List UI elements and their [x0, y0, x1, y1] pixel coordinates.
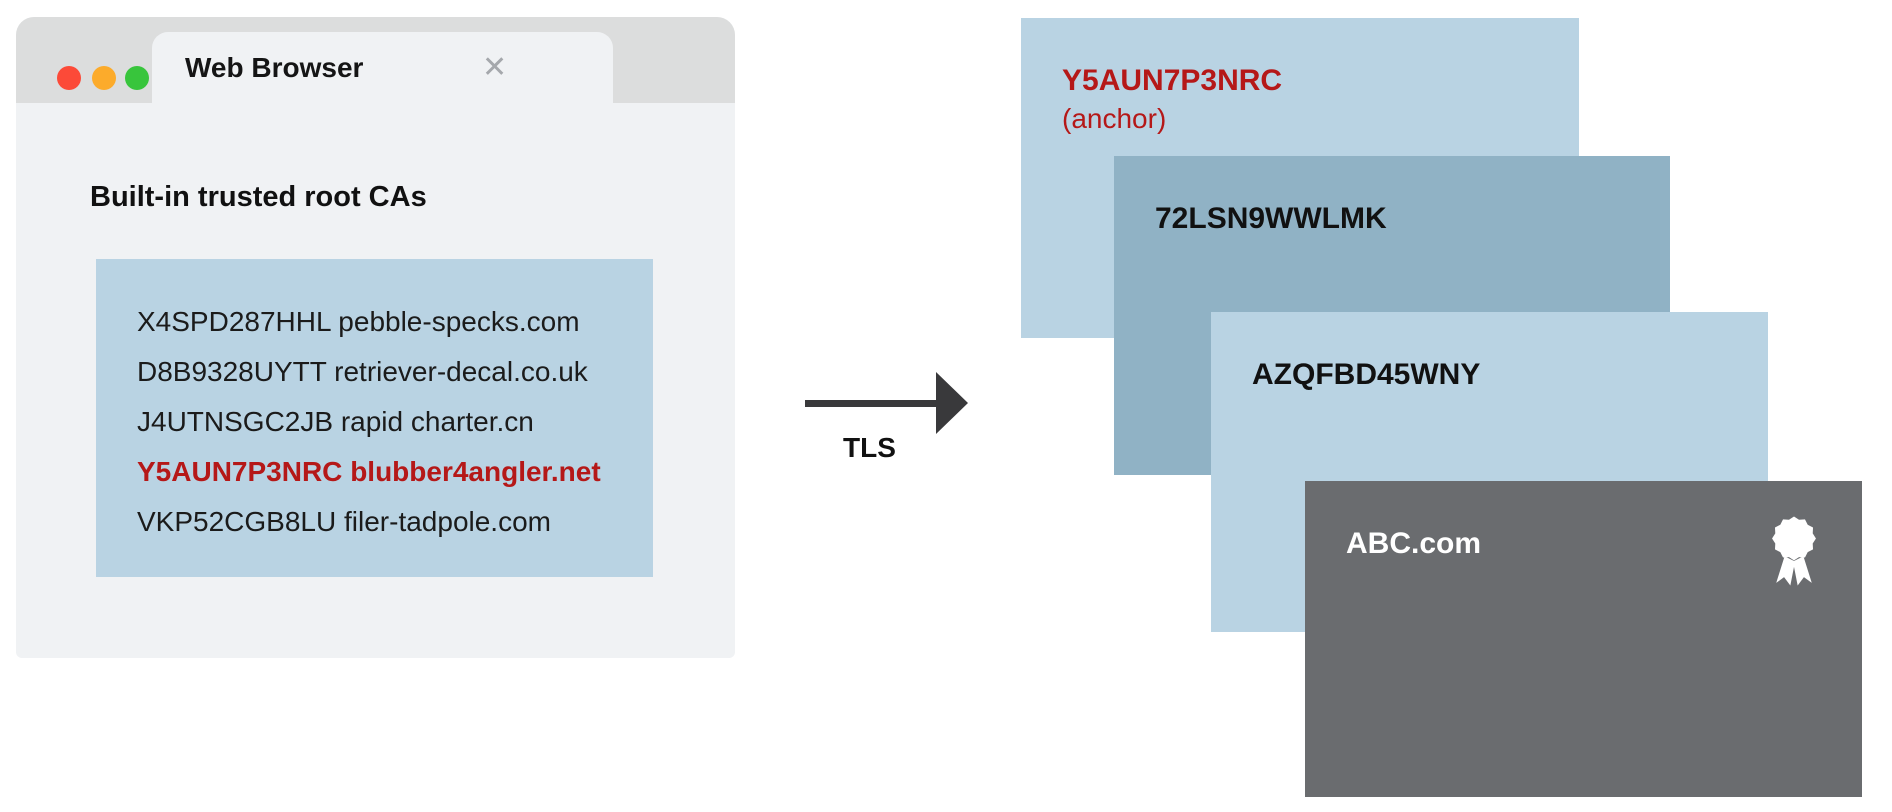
- tls-arrow-shaft: [805, 400, 938, 407]
- browser-titlebar: Web Browser ✕: [16, 17, 735, 103]
- cert-card-leaf: ABC.com: [1305, 481, 1862, 797]
- ca-domain: blubber4angler.net: [350, 456, 601, 487]
- ca-domain: retriever-decal.co.uk: [334, 356, 588, 387]
- tab-close-icon[interactable]: ✕: [482, 51, 508, 84]
- root-ca-heading: Built-in trusted root CAs: [90, 181, 427, 213]
- root-ca-row: X4SPD287HHL pebble-specks.com: [137, 297, 653, 347]
- tls-arrow-head: [936, 372, 968, 434]
- browser-window: Web Browser ✕ Built-in trusted root CAs …: [16, 17, 735, 658]
- cert-name: ABC.com: [1346, 527, 1482, 560]
- root-ca-row: VKP52CGB8LU filer-tadpole.com: [137, 497, 653, 547]
- ca-id: Y5AUN7P3NRC: [137, 456, 343, 487]
- root-ca-row-highlighted: Y5AUN7P3NRC blubber4angler.net: [137, 447, 653, 497]
- tab-title: Web Browser: [185, 52, 364, 83]
- root-ca-row: J4UTNSGC2JB rapid charter.cn: [137, 397, 653, 447]
- tls-arrow-label: TLS: [843, 432, 896, 463]
- traffic-light-zoom-icon[interactable]: [125, 66, 149, 90]
- traffic-light-close-icon[interactable]: [57, 66, 81, 90]
- root-ca-row: D8B9328UYTT retriever-decal.co.uk: [137, 347, 653, 397]
- award-ribbon-icon: [1771, 513, 1817, 589]
- root-ca-list: X4SPD287HHL pebble-specks.com D8B9328UYT…: [96, 259, 653, 547]
- ca-domain: pebble-specks.com: [338, 306, 580, 337]
- ca-id: X4SPD287HHL: [137, 306, 331, 337]
- cert-name: 72LSN9WWLMK: [1155, 202, 1387, 235]
- cert-anchor-note: (anchor): [1062, 103, 1167, 134]
- browser-tab[interactable]: Web Browser ✕: [152, 32, 613, 103]
- cert-name: AZQFBD45WNY: [1252, 358, 1481, 391]
- ca-domain: rapid charter.cn: [340, 406, 534, 437]
- cert-name: Y5AUN7P3NRC: [1062, 64, 1283, 97]
- ca-id: D8B9328UYTT: [137, 356, 327, 387]
- traffic-light-minimize-icon[interactable]: [92, 66, 116, 90]
- root-ca-list-box: X4SPD287HHL pebble-specks.com D8B9328UYT…: [96, 259, 653, 577]
- ca-id: J4UTNSGC2JB: [137, 406, 334, 437]
- ca-id: VKP52CGB8LU: [137, 506, 337, 537]
- ca-domain: filer-tadpole.com: [344, 506, 551, 537]
